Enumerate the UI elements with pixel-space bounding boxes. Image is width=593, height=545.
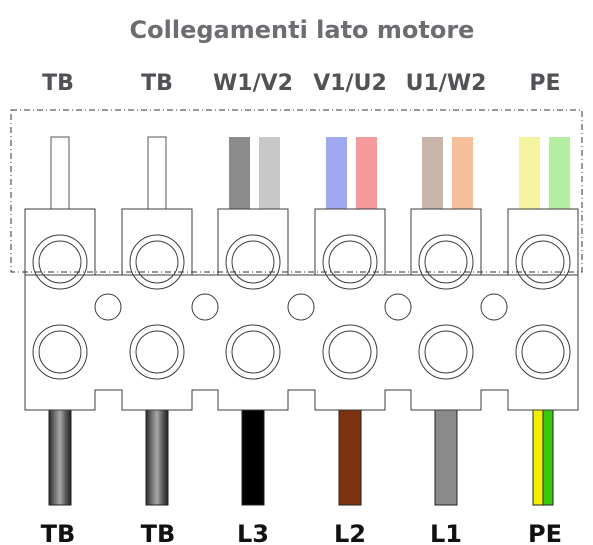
bottom-wire-strand [532, 404, 544, 506]
top-label-v1-u2: V1/U2 [313, 71, 387, 96]
mounting-hole [94, 293, 122, 321]
motor-side-dashed-frame [10, 109, 583, 273]
terminal-cap [507, 208, 579, 276]
bottom-wires [48, 404, 554, 506]
diagram-title: Collegamenti lato motore [130, 16, 475, 44]
mounting-hole [191, 293, 219, 321]
top-wire-strand [519, 137, 540, 210]
screw-ring [32, 234, 88, 290]
screw-ring [322, 324, 378, 380]
terminal-cap [24, 208, 96, 276]
top-label-w1-v2: W1/V2 [213, 71, 293, 96]
top-wire-strand [356, 137, 377, 210]
mounting-hole [384, 293, 412, 321]
bottom-label-l1: L1 [430, 520, 462, 545]
bottom-label-tb-1: TB [41, 520, 76, 545]
terminal-cap [410, 208, 482, 276]
terminal-block [24, 208, 579, 411]
top-wire [50, 136, 70, 211]
top-wire-strand [549, 137, 570, 210]
bottom-wire [145, 404, 169, 506]
bottom-wire [241, 404, 265, 506]
bottom-wire [434, 404, 458, 506]
screw-ring [225, 324, 281, 380]
bottom-wire-strand [542, 404, 554, 506]
top-label-tb-2: TB [141, 71, 173, 96]
top-wires [50, 136, 570, 211]
screw-ring [515, 234, 571, 290]
screw-ring [418, 324, 474, 380]
top-label-u1-w2: U1/W2 [406, 71, 487, 96]
bottom-labels: TB TB L3 L2 L1 PE [41, 520, 562, 545]
screw-ring [515, 324, 571, 380]
bottom-label-l3: L3 [237, 520, 269, 545]
screw-ring [322, 234, 378, 290]
mounting-holes [94, 293, 508, 321]
bottom-label-pe: PE [528, 520, 562, 545]
screw-ring [32, 324, 88, 380]
bottom-label-l2: L2 [334, 520, 366, 545]
screw-ring [418, 234, 474, 290]
terminal-cap [121, 208, 193, 276]
mounting-hole [287, 293, 315, 321]
top-label-tb-1: TB [42, 71, 74, 96]
terminal-strip [24, 274, 579, 411]
mounting-hole [480, 293, 508, 321]
top-wire-strand [229, 137, 250, 210]
bottom-wire [338, 404, 362, 506]
top-labels: TB TB W1/V2 V1/U2 U1/W2 PE [42, 71, 560, 96]
screw-ring [129, 324, 185, 380]
bottom-label-tb-2: TB [141, 520, 176, 545]
top-wire [147, 136, 167, 211]
top-label-pe: PE [529, 71, 560, 96]
top-wire-strand [422, 137, 443, 210]
terminal-cap [314, 208, 386, 276]
top-wire-strand [259, 137, 280, 210]
upper-screws [32, 234, 571, 290]
top-wire-strand [452, 137, 473, 210]
screw-ring [225, 234, 281, 290]
screw-ring [129, 234, 185, 290]
top-wire-strand [326, 137, 347, 210]
bottom-wire [48, 404, 72, 506]
terminal-cap [217, 208, 289, 276]
lower-screws [32, 324, 571, 380]
